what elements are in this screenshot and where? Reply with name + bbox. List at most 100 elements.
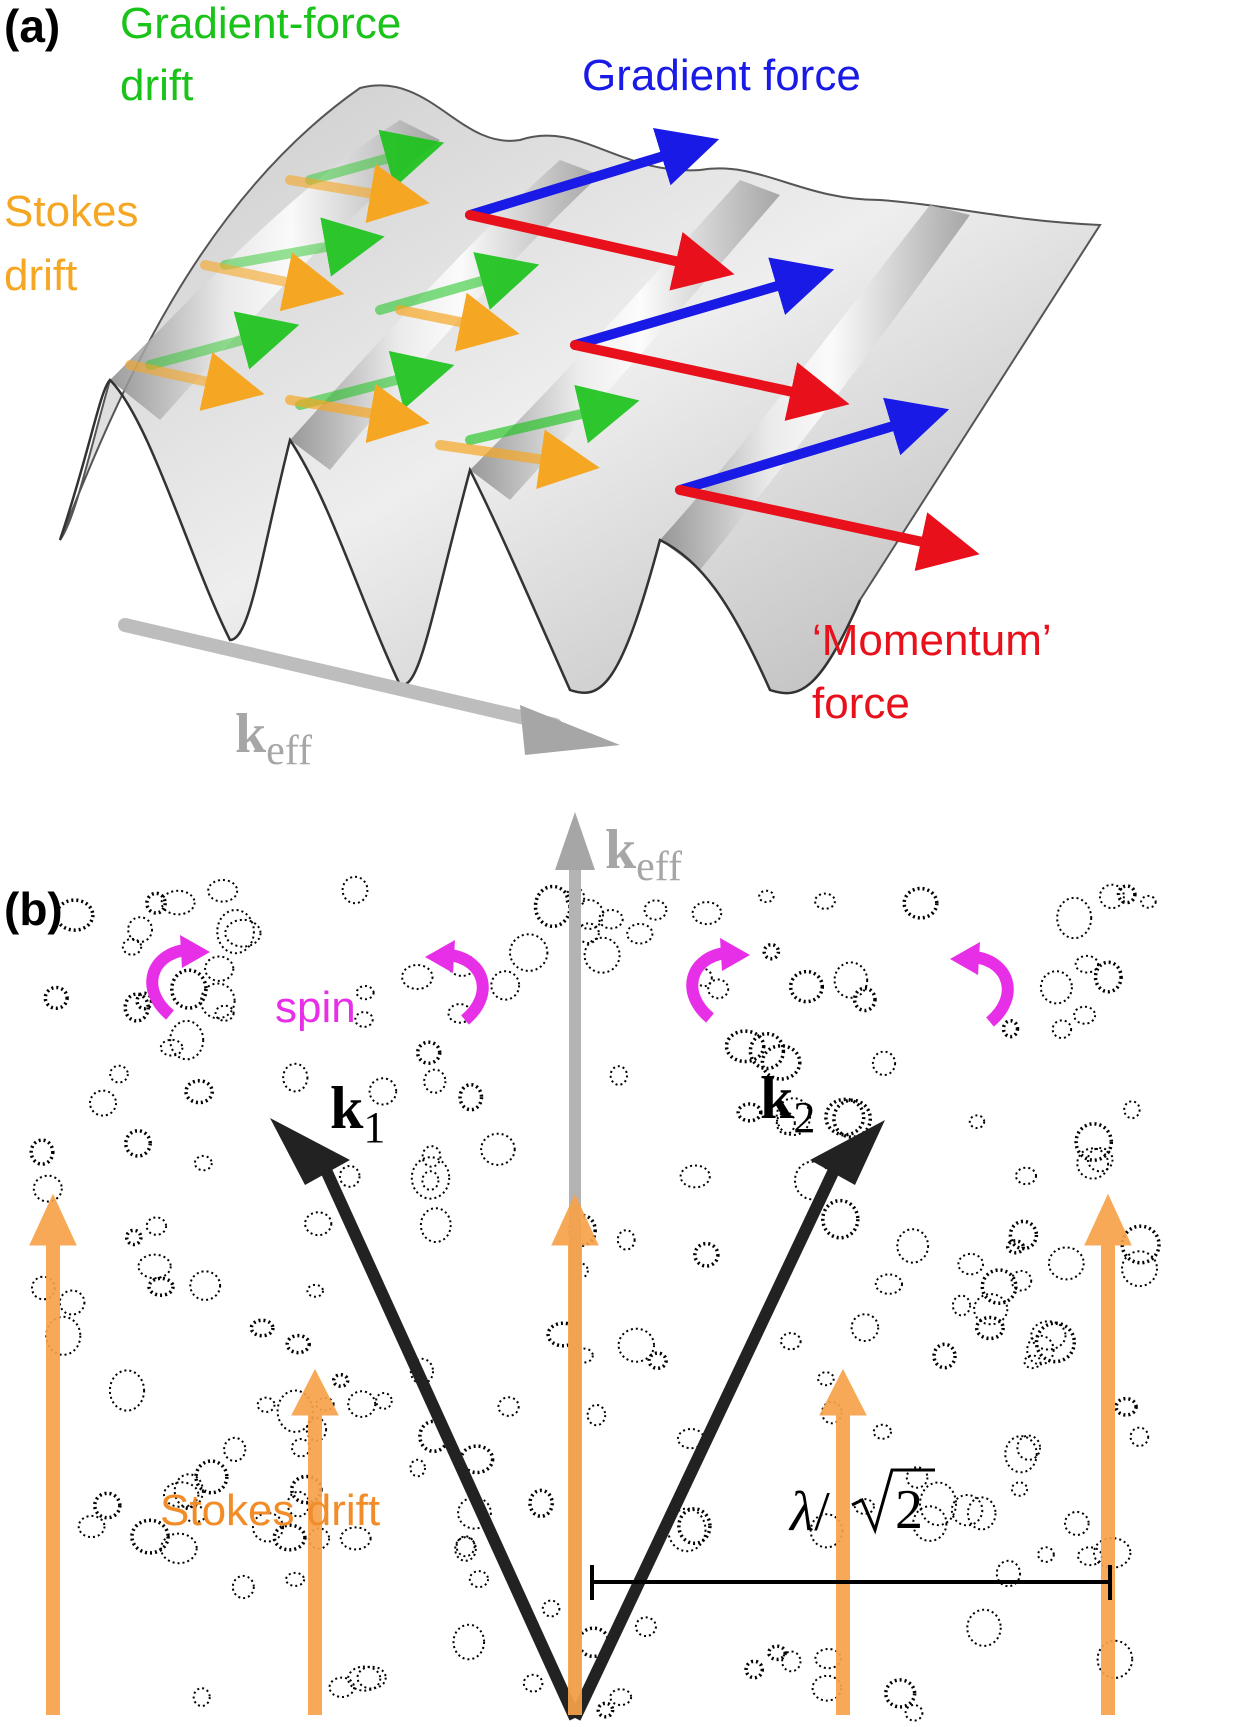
wavelength-sqrt-arg: 2: [895, 1479, 923, 1541]
trajectory-loop: [1129, 1426, 1150, 1448]
panel-b: (b): [4, 812, 1161, 1722]
trajectory-loop: [609, 1688, 633, 1706]
trajectory-loop: [1140, 894, 1157, 909]
k-eff-arrow-a: [118, 618, 620, 755]
trajectory-loop: [347, 1390, 377, 1418]
trajectory-loop: [306, 1283, 325, 1298]
trajectory-loop: [1098, 883, 1125, 910]
trajectory-loop: [821, 1198, 860, 1240]
trajectory-loop: [457, 1496, 492, 1530]
sqrt-sign: [851, 1468, 935, 1535]
trajectory-loop: [951, 1294, 972, 1317]
trajectory-loop: [817, 1371, 835, 1387]
trajectory-loop: [1073, 1005, 1097, 1025]
red-arrow: [570, 340, 850, 421]
gradient-force-label: Gradient force: [582, 51, 861, 100]
trajectory-loop: [1114, 1396, 1138, 1417]
trajectory-loop: [1116, 884, 1137, 905]
trajectory-loop: [643, 899, 668, 921]
trajectory-loop: [1001, 1019, 1020, 1039]
trajectory-loop: [896, 1228, 930, 1264]
red-arrow: [675, 485, 980, 571]
trajectory-loop: [338, 1165, 361, 1188]
stokes-drift-label-2: drift: [4, 251, 77, 300]
trajectory-loop: [691, 901, 723, 926]
trajectory-loop: [1120, 1224, 1161, 1265]
trajectory-loop: [192, 1687, 211, 1707]
particle-trajectories: [29, 875, 1161, 1722]
trajectory-loop: [995, 1559, 1022, 1588]
trajectory-loop: [497, 1396, 520, 1417]
trajectory-loop: [355, 985, 375, 1001]
trajectory-loop: [173, 1473, 204, 1509]
trajectory-loop: [252, 1512, 284, 1543]
trajectory-loop: [744, 1659, 765, 1680]
trajectory-loop: [160, 1532, 198, 1565]
trajectory-loop: [1023, 1354, 1042, 1370]
trajectory-loop: [419, 1207, 452, 1243]
trajectory-loop: [617, 1327, 655, 1363]
trajectory-loop: [736, 1102, 763, 1123]
trajectory-loop: [546, 1321, 581, 1348]
trajectory-loop: [89, 1089, 117, 1117]
green-arrow: [465, 384, 640, 445]
trajectory-loop: [77, 1514, 106, 1539]
trajectory-loop: [509, 933, 549, 972]
trajectory-loop: [328, 1676, 356, 1699]
wavelength-scale: λ/ 2: [590, 1468, 1112, 1600]
trajectory-loop: [124, 1228, 143, 1247]
curved-arrow-icon: [448, 949, 489, 1025]
trajectory-loop: [1015, 1166, 1037, 1186]
trajectory-loop: [634, 1616, 657, 1637]
wavelength-label: λ/: [788, 1481, 830, 1543]
trajectory-loop: [1076, 1147, 1110, 1180]
trajectory-loop: [973, 1293, 1009, 1326]
trajectory-loop: [950, 1494, 984, 1527]
trajectory-loop: [214, 1004, 235, 1022]
trajectory-loop: [574, 898, 605, 930]
trajectory-loop: [224, 918, 262, 948]
trajectory-loop: [29, 1138, 55, 1166]
trajectory-loop: [189, 1270, 222, 1301]
trajectory-loop: [707, 978, 730, 1000]
trajectory-loop: [1030, 1320, 1067, 1351]
trajectory-loop: [193, 1154, 213, 1172]
trajectory-loop: [609, 1065, 628, 1086]
momentum-force-label-1: ‘Momentum’: [812, 616, 1052, 665]
trajectory-loop: [677, 1507, 712, 1546]
trajectory-loop: [871, 1050, 897, 1077]
trajectory-loop: [760, 1044, 802, 1081]
trajectory-loop: [147, 1276, 175, 1297]
trajectory-loop: [458, 1082, 484, 1112]
trajectory-loop: [775, 1111, 796, 1135]
k1-arrow: [319, 1165, 581, 1721]
trajectory-loop: [1005, 1239, 1026, 1255]
trajectory-loop: [1026, 1334, 1055, 1366]
panel-a-label: (a): [4, 0, 60, 52]
trajectory-loop: [58, 1289, 86, 1316]
trajectory-loop: [291, 1438, 311, 1458]
trajectory-loop: [626, 922, 654, 945]
trajectory-loop: [127, 916, 154, 943]
curved-arrow-icon: [973, 951, 1014, 1027]
trajectory-loop: [285, 1571, 306, 1587]
momentum-force-label-2: force: [812, 679, 910, 728]
stokes-drift-arrows: [125, 163, 600, 490]
trajectory-loop: [331, 1373, 350, 1388]
stokes-up-arrows: [29, 1193, 1132, 1715]
trajectory-loop: [586, 1404, 607, 1427]
trajectory-loop: [919, 1481, 957, 1527]
trajectory-loop: [966, 1608, 1002, 1647]
trajectory-loop: [108, 1369, 146, 1412]
trajectory-loop: [160, 889, 196, 916]
trajectory-loop: [833, 961, 869, 999]
orange-arrow: [285, 383, 430, 444]
trajectory-loop: [980, 1268, 1018, 1305]
trajectory-loop: [1056, 896, 1093, 940]
trajectory-loop: [256, 1396, 276, 1414]
k2-arrowhead: [810, 1120, 885, 1185]
trajectory-loop: [121, 937, 143, 956]
trajectory-loop: [758, 889, 775, 904]
gradient-force-drift-label-2: drift: [120, 61, 193, 110]
trajectory-loop: [1096, 1639, 1134, 1679]
